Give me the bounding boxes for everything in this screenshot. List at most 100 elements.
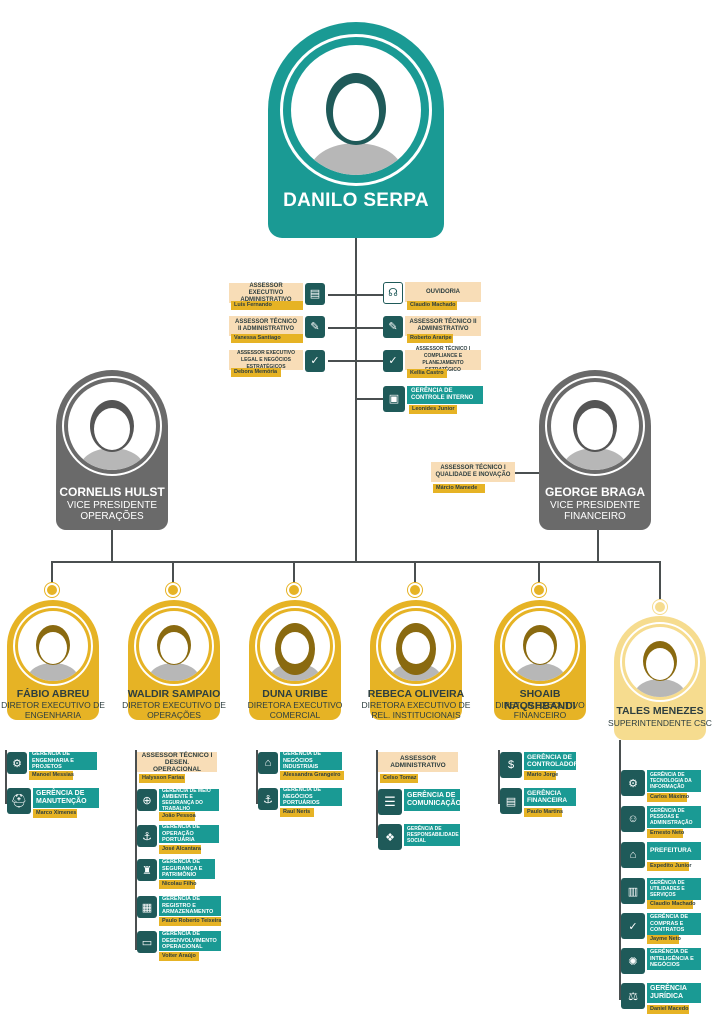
col6-dept-1-title: GERÊNCIA DE TECNOLOGIA DA INFORMAÇÃO <box>647 770 701 792</box>
vp-left-role: VICE PRESIDENTE OPERAÇÕES <box>66 500 158 522</box>
col2-dept-3-person: Nicolau Filho <box>159 880 197 889</box>
col5-dept-2-title: GERÊNCIA FINANCEIRA <box>524 788 576 806</box>
document-check-icon: ✓ <box>383 350 403 372</box>
crane-icon: ⚓ <box>258 788 278 810</box>
staff-right-link-3 <box>357 360 383 362</box>
dir-4-badge <box>408 583 422 597</box>
dir-1-name: FÁBIO ABREU <box>16 688 90 700</box>
staff-left-person-2: Vanessa Santiago <box>231 334 303 343</box>
vp-staff-person: Márcio Mamede <box>433 484 485 493</box>
col1-dept-2-title: GERÊNCIA DE MANUTENÇÃO <box>33 788 99 808</box>
col6-dept-5-person: Jayme Neto <box>647 935 681 944</box>
col5-spine <box>498 750 500 804</box>
col2-dept-2-person: José Alcantara <box>159 845 201 854</box>
col3-dept-1-title: GERÊNCIA DE NEGÓCIOS INDUSTRIAIS <box>280 751 342 770</box>
ceo-name: DANILO SERPA <box>283 190 429 211</box>
vp-left-ring <box>62 376 162 476</box>
col6-dept-1-person: Carlos Máximo <box>647 793 689 802</box>
vp-left-drop <box>111 528 113 562</box>
col3-spine <box>256 750 258 804</box>
financial-document-icon: ▤ <box>500 788 522 814</box>
dir-2-ring <box>134 606 214 686</box>
vp-right-drop <box>597 528 599 562</box>
staff-right-box-2: ✎ ASSESSOR TÉCNICO II ADMINISTRATIVO <box>383 316 481 338</box>
dir-3-ring <box>255 606 335 686</box>
vp-left-name: CORNELIS HULST <box>59 485 165 499</box>
dir-3-badge <box>287 583 301 597</box>
vp-right-ring <box>545 376 645 476</box>
money-bag-icon: $ <box>500 752 522 778</box>
col5-dept-1: $ GERÊNCIA DE CONTROLADORIA <box>500 752 585 778</box>
col2-dept-3-title: GERÊNCIA DE SEGURANÇA E PATRIMÔNIO <box>159 859 215 879</box>
col3-dept-1: ⌂ GERÊNCIA DE NEGÓCIOS INDUSTRIAIS <box>258 751 342 774</box>
dir-4-avatar <box>381 611 451 681</box>
staff-left-link-3 <box>328 360 355 362</box>
document-edit-icon: ✎ <box>305 316 325 338</box>
staff-right-box-3: ✓ ASSESSOR TÉCNICO I COMPLIANCE E PLANEJ… <box>383 346 481 373</box>
col6-dept-3-title: PREFEITURA <box>647 842 701 860</box>
dir-5-ring <box>500 606 580 686</box>
col6-spine <box>619 740 621 1000</box>
col3-dept-1-person: Alessandra Grangeiro <box>280 771 344 780</box>
gavel-icon: ⚖ <box>621 983 645 1009</box>
col6-dept-2-title: GERÊNCIA DE PESSOAS E ADMINISTRAÇÃO <box>647 806 701 828</box>
col6-dept-3: ⌂ PREFEITURA <box>621 842 701 868</box>
col2-dept-5-person: Volter Araújo <box>159 952 199 961</box>
people-icon: ☺ <box>621 806 645 832</box>
vp-right-avatar <box>551 382 639 470</box>
dir-6-name: TALES MENEZES <box>616 705 704 717</box>
col6-dept-4-person: Claudio Machado <box>647 900 696 909</box>
staff-right-person-4: Leonides Junior <box>409 405 457 414</box>
col6-dept-4-title: GERÊNCIA DE UTILIDADES E SERVIÇOS <box>647 878 701 900</box>
dir-2-avatar <box>139 611 209 681</box>
col2-assessor-box: ASSESSOR TÉCNICO I DESEN. OPERACIONAL <box>137 752 217 773</box>
helmet-icon: ⛑ <box>7 788 31 814</box>
vp-right-name: GEORGE BRAGA <box>544 485 645 499</box>
building-icon: ▥ <box>621 878 645 904</box>
col1-spine <box>5 750 7 804</box>
staff-right-person-3: Kellia Castro <box>407 369 447 378</box>
gear-icon: ⚙ <box>7 752 27 774</box>
dir-4-name: REBECA OLIVEIRA <box>367 688 465 700</box>
dir-1-ring <box>13 606 93 686</box>
col1-dept-1: ⚙ GERÊNCIA DE ENGENHARIA E PROJETOS <box>7 751 97 774</box>
col5-dept-1-title: GERÊNCIA DE CONTROLADORIA <box>524 752 585 770</box>
col5-dept-2-person: Paulo Martins <box>524 808 563 817</box>
bus-drop-6 <box>659 561 661 603</box>
dir-3-name: DUNA URIBE <box>262 688 328 700</box>
staff-left-title-2: ASSESSOR TÉCNICO II ADMINISTRATIVO <box>229 316 303 336</box>
col2-dept-1: ⊕ GERÊNCIA DE MEIO AMBIENTE E SEGURANÇA … <box>137 788 219 812</box>
staff-left-title-3: ASSESSOR EXECUTIVO LEGAL E NEGÓCIOS ESTR… <box>229 350 303 370</box>
vp-left-avatar <box>68 382 156 470</box>
warehouse-icon: ▦ <box>137 896 157 918</box>
dir-3-avatar <box>260 611 330 681</box>
col4-assessor-person: Celso Tomaz <box>380 774 418 783</box>
handshake-icon: ❖ <box>378 824 402 850</box>
contract-icon: ✓ <box>621 913 645 939</box>
col2-dept-4-person: Paulo Roberto Teixeira <box>159 917 222 926</box>
col6-dept-7-person: Daniel Macedo <box>647 1005 689 1014</box>
dir-1-avatar <box>18 611 88 681</box>
staff-left-box-3: ASSESSOR EXECUTIVO LEGAL E NEGÓCIOS ESTR… <box>229 350 325 372</box>
col2-dept-4-title: GERÊNCIA DE REGISTRO E ARMAZENAMENTO <box>159 896 221 916</box>
port-crane-icon: ⚓ <box>137 825 157 847</box>
col2-dept-4: ▦ GERÊNCIA DE REGISTRO E ARMAZENAMENTO <box>137 896 221 918</box>
staff-right-person-2: Roberto Araripe <box>407 334 453 343</box>
col6-dept-2: ☺ GERÊNCIA DE PESSOAS E ADMINISTRAÇÃO <box>621 806 701 832</box>
ceo-avatar <box>291 45 421 175</box>
staff-left-link-2 <box>328 327 355 329</box>
col3-dept-2-title: GERÊNCIA DE NEGÓCIOS PORTUÁRIOS <box>280 787 342 806</box>
brain-icon: ✺ <box>621 948 645 974</box>
globe-icon: ⊕ <box>137 789 157 811</box>
dir-5-role: DIRETOR EXECUTIVO FINANCEIRO <box>495 700 585 720</box>
dir-5-avatar <box>505 611 575 681</box>
col6-dept-4: ▥ GERÊNCIA DE UTILIDADES E SERVIÇOS <box>621 878 701 904</box>
dir-5-badge <box>532 583 546 597</box>
col1-dept-2: ⛑ GERÊNCIA DE MANUTENÇÃO <box>7 788 99 814</box>
col3-dept-2: ⚓ GERÊNCIA DE NEGÓCIOS PORTUÁRIOS <box>258 787 342 810</box>
col6-dept-5-title: GERÊNCIA DE COMPRAS E CONTRATOS <box>647 913 701 935</box>
staff-right-title-2: ASSESSOR TÉCNICO II ADMINISTRATIVO <box>405 316 481 336</box>
col6-dept-5: ✓ GERÊNCIA DE COMPRAS E CONTRATOS <box>621 913 701 939</box>
staff-right-title-4: GERÊNCIA DE CONTROLE INTERNO <box>407 386 483 404</box>
dir-2-badge <box>166 583 180 597</box>
